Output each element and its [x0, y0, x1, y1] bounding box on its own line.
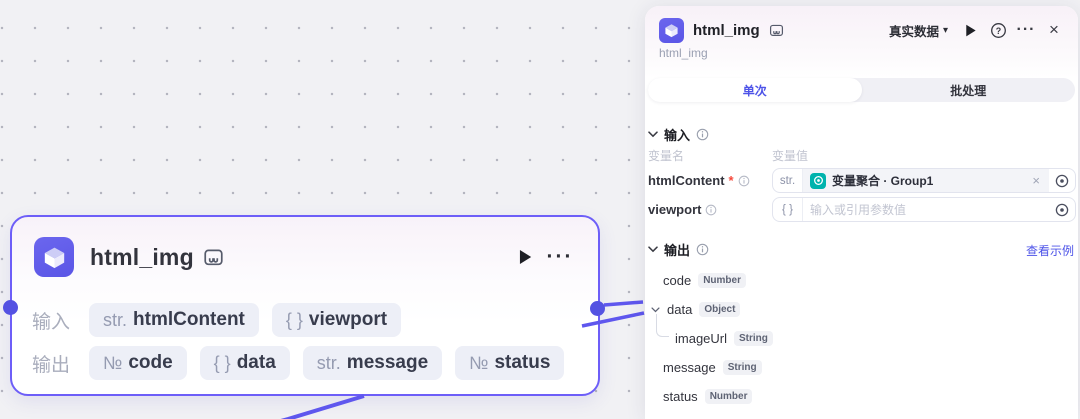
panel-cube-icon — [659, 17, 684, 43]
type-badge: Number — [698, 273, 746, 288]
output-status: status — [663, 389, 698, 404]
help-button[interactable]: ? — [984, 22, 1012, 39]
output-data: data — [667, 302, 693, 317]
caret-down-icon: ▾ — [942, 24, 948, 36]
column-variable-name: 变量名 — [648, 149, 685, 163]
node-html-img[interactable]: html_img ··· 输入 str. htmlContent { } — [10, 215, 600, 396]
plugin-badge-icon — [203, 247, 224, 268]
tab-single[interactable]: 单次 — [648, 78, 862, 102]
param-pill-htmlContent[interactable]: str. htmlContent — [89, 303, 259, 337]
info-icon — [696, 128, 709, 141]
variable-merge-icon — [810, 172, 826, 189]
output-message: message — [663, 360, 716, 375]
info-icon — [706, 204, 717, 215]
node-config-panel: html_img 真实数据 ▾ ? — [645, 6, 1078, 419]
reference-value: 变量聚合 · Group1 — [832, 174, 934, 188]
required-mark: * — [728, 173, 734, 188]
close-panel-button[interactable]: × — [1049, 20, 1059, 39]
info-icon — [738, 175, 749, 186]
node-output-port[interactable] — [590, 301, 605, 316]
play-icon — [519, 250, 532, 264]
type-object-icon: { } — [285, 309, 303, 330]
plugin-badge-icon — [769, 23, 784, 38]
output-section-title: 输出 — [664, 243, 691, 258]
panel-title: html_img — [693, 21, 760, 39]
type-object-icon: { } — [213, 352, 231, 373]
node-run-button[interactable] — [510, 242, 540, 272]
param-pill-status[interactable]: № status — [455, 346, 565, 380]
panel-more-button[interactable]: ··· — [1016, 21, 1036, 38]
param-pill-viewport[interactable]: { } viewport — [271, 303, 402, 337]
cube-icon — [44, 247, 64, 268]
run-button[interactable] — [956, 23, 984, 38]
data-mode-label: 真实数据 — [888, 24, 939, 39]
node-output-label: 输出 — [32, 354, 71, 376]
view-example-link[interactable]: 查看示例 — [1025, 244, 1074, 258]
param-name: htmlContent — [133, 309, 245, 330]
param-pill-code[interactable]: № code — [89, 346, 187, 380]
clear-value-icon[interactable]: × — [1032, 173, 1040, 188]
select-reference-button[interactable] — [1049, 198, 1075, 221]
param-name-htmlContent: htmlContent — [648, 173, 725, 188]
type-number-icon: № — [469, 352, 489, 373]
info-icon — [696, 243, 709, 256]
select-reference-button[interactable] — [1049, 169, 1075, 192]
type-number-icon: № — [103, 352, 123, 373]
viewport-value-field[interactable]: { } 输入或引用参数值 — [772, 197, 1076, 222]
param-name: message — [346, 352, 429, 373]
type-badge: Object — [699, 302, 741, 317]
param-name: code — [128, 352, 173, 373]
type-string-icon: str. — [316, 352, 341, 373]
collapse-output-chevron[interactable] — [648, 246, 658, 253]
param-name-viewport: viewport — [648, 202, 702, 217]
output-imageUrl: imageUrl — [675, 331, 728, 346]
type-string-icon: str. — [773, 169, 803, 192]
node-cube-icon — [34, 237, 74, 277]
tree-connector — [656, 314, 669, 337]
panel-subtitle: html_img — [659, 46, 708, 60]
output-code: code — [663, 273, 692, 288]
play-icon — [965, 24, 976, 36]
mode-tabs: 单次 批处理 — [648, 78, 1075, 102]
data-mode-dropdown[interactable]: 真实数据 ▾ — [889, 21, 948, 40]
collapse-data-chevron[interactable] — [651, 306, 660, 313]
type-badge: String — [722, 360, 762, 375]
param-name: viewport — [308, 309, 388, 330]
tab-batch[interactable]: 批处理 — [950, 83, 987, 98]
type-badge: String — [734, 331, 773, 346]
value-placeholder: 输入或引用参数值 — [810, 203, 907, 217]
param-pill-data[interactable]: { } data — [199, 346, 290, 380]
param-name: status — [494, 352, 551, 373]
htmlContent-value-field[interactable]: str. 变量聚合 · Group1 × — [772, 168, 1076, 193]
node-more-button[interactable]: ··· — [546, 245, 574, 268]
param-name: data — [236, 352, 276, 373]
node-input-port[interactable] — [3, 300, 18, 315]
param-pill-message[interactable]: str. message — [302, 346, 443, 380]
type-badge: Number — [704, 389, 753, 404]
type-object-icon: { } — [773, 198, 803, 221]
question-icon: ? — [990, 22, 1006, 38]
type-string-icon: str. — [103, 309, 128, 330]
svg-text:?: ? — [995, 25, 1000, 35]
node-title: html_img — [90, 243, 194, 270]
node-input-label: 输入 — [32, 311, 71, 333]
column-variable-value: 变量值 — [772, 149, 809, 163]
input-section-title: 输入 — [664, 128, 691, 143]
collapse-input-chevron[interactable] — [648, 131, 658, 138]
